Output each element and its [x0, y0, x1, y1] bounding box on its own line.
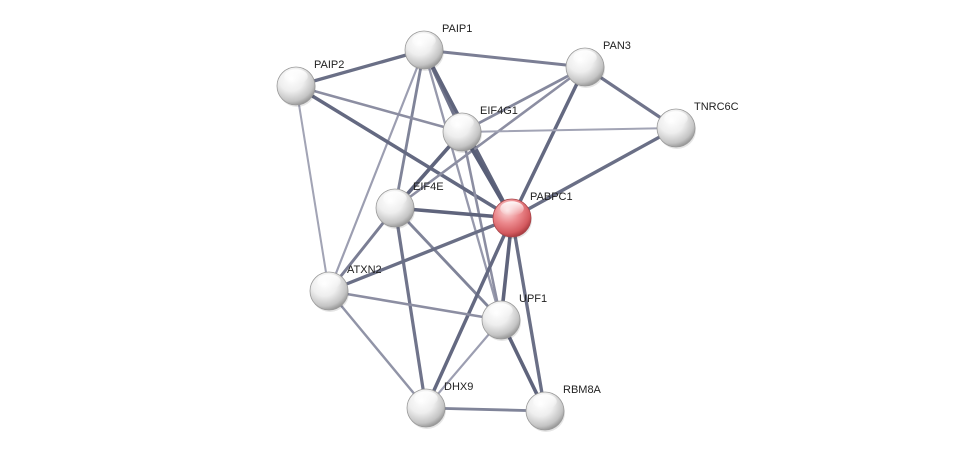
node-eif4g1-highlight: [450, 115, 474, 130]
node-rbm8a-label: RBM8A: [563, 384, 602, 396]
edge-pabpc1-atxn2[interactable]: [327, 216, 514, 293]
edge-paip1-eif4e[interactable]: [393, 48, 426, 210]
edge-paip1-paip2[interactable]: [294, 48, 426, 88]
edge-paip2-eif4g1[interactable]: [294, 84, 464, 134]
edge-eif4e-pabpc1[interactable]: [393, 206, 514, 220]
edge-paip1-atxn2[interactable]: [327, 48, 426, 293]
edge-atxn2-upf1[interactable]: [327, 289, 503, 322]
node-upf1[interactable]: UPF1: [481, 293, 547, 341]
node-tnrc6c-highlight: [664, 111, 688, 126]
edge-dhx9-rbm8a[interactable]: [424, 406, 547, 413]
node-pabpc1[interactable]: PABPC1: [492, 191, 573, 239]
edge-pabpc1-dhx9[interactable]: [424, 216, 514, 410]
edge-eif4g1-tnrc6c[interactable]: [460, 126, 678, 134]
node-paip2-label: PAIP2: [314, 59, 344, 71]
node-pabpc1-highlight: [500, 201, 524, 216]
node-dhx9-label: DHX9: [444, 381, 473, 393]
node-atxn2-highlight: [317, 274, 341, 289]
edge-layer: [294, 48, 678, 413]
node-atxn2-label: ATXN2: [347, 264, 382, 276]
node-eif4g1[interactable]: EIF4G1: [442, 105, 518, 153]
edge-paip1-pan3[interactable]: [422, 48, 587, 69]
edge-pan3-pabpc1[interactable]: [510, 65, 587, 220]
node-atxn2[interactable]: ATXN2: [309, 264, 382, 312]
node-paip1[interactable]: PAIP1: [404, 23, 472, 71]
edge-pan3-eif4e[interactable]: [393, 65, 587, 210]
edge-eif4g1-upf1[interactable]: [460, 130, 503, 322]
edge-paip2-atxn2[interactable]: [294, 84, 331, 293]
edge-atxn2-dhx9[interactable]: [327, 289, 428, 410]
node-paip2[interactable]: PAIP2: [276, 59, 344, 107]
node-paip1-label: PAIP1: [442, 23, 472, 35]
node-tnrc6c-label: TNRC6C: [694, 101, 739, 113]
node-tnrc6c[interactable]: TNRC6C: [656, 101, 739, 149]
node-dhx9[interactable]: DHX9: [406, 381, 473, 429]
node-pan3-label: PAN3: [603, 40, 631, 52]
node-rbm8a-highlight: [533, 394, 557, 409]
node-pan3-highlight: [573, 50, 597, 65]
node-pabpc1-label: PABPC1: [530, 191, 573, 203]
edge-eif4e-upf1[interactable]: [393, 206, 503, 322]
edge-pan3-eif4g1[interactable]: [460, 65, 587, 134]
node-eif4g1-label: EIF4G1: [480, 105, 518, 117]
node-eif4e[interactable]: EIF4E: [375, 181, 444, 229]
node-pan3[interactable]: PAN3: [565, 40, 631, 88]
node-eif4e-label: EIF4E: [413, 181, 444, 193]
node-paip2-highlight: [284, 69, 308, 84]
node-paip1-highlight: [412, 33, 436, 48]
node-upf1-label: UPF1: [519, 293, 547, 305]
node-eif4e-highlight: [383, 191, 407, 206]
node-dhx9-highlight: [414, 391, 438, 406]
node-rbm8a[interactable]: RBM8A: [525, 384, 602, 432]
edge-eif4e-dhx9[interactable]: [393, 206, 428, 410]
edge-tnrc6c-pabpc1[interactable]: [510, 126, 678, 220]
node-upf1-highlight: [489, 303, 513, 318]
edge-pabpc1-rbm8a[interactable]: [510, 216, 547, 413]
edge-paip1-upf1[interactable]: [422, 48, 503, 322]
